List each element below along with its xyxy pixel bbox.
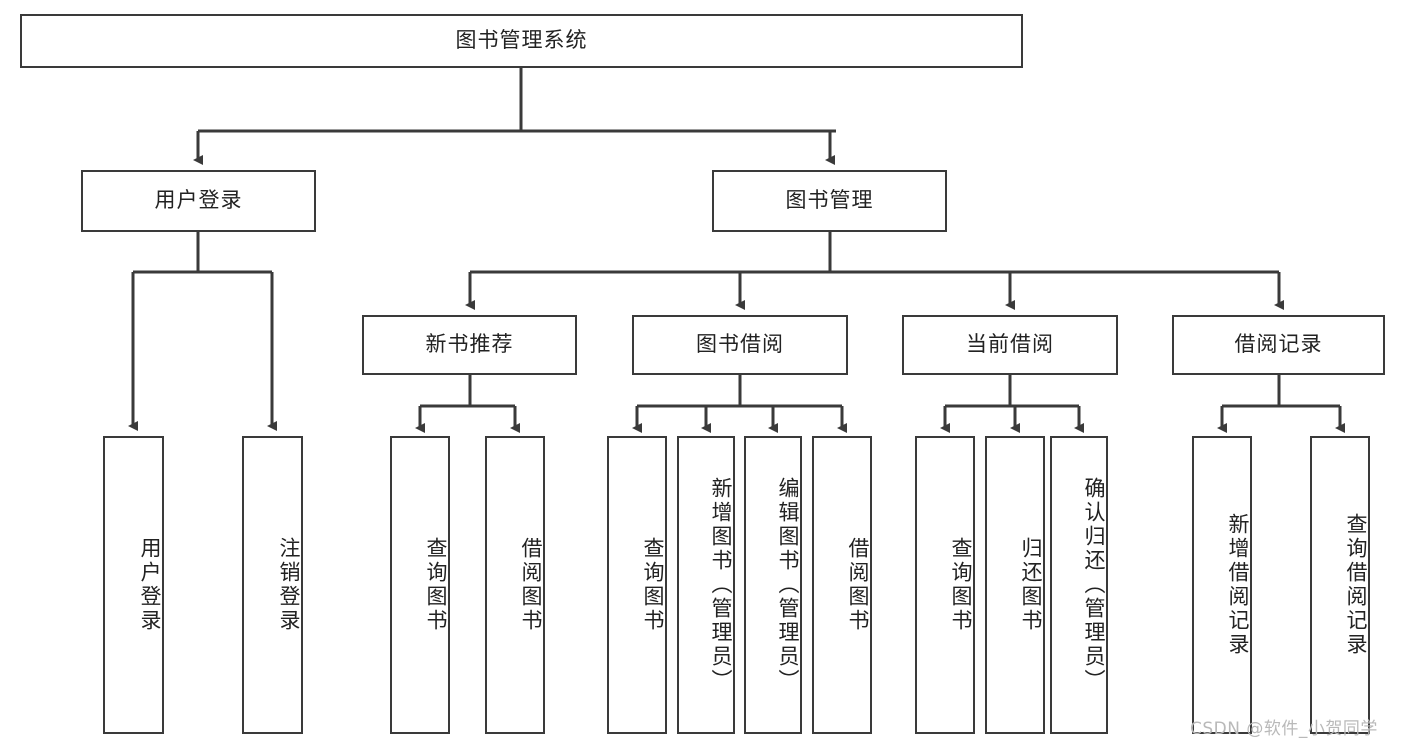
node-book-management[interactable]: 图书管理 [712, 170, 947, 232]
node-leaf-add-borrow-record[interactable]: 新增借阅记录 [1192, 436, 1252, 734]
node-leaf-query-book-recommend-label: 查询图书 [424, 537, 448, 633]
node-leaf-edit-book[interactable]: 编辑图书（管理员） [744, 436, 802, 734]
node-leaf-add-book-label: 新增图书（管理员） [709, 477, 733, 693]
node-leaf-return-book-label: 归还图书 [1019, 537, 1043, 633]
node-leaf-borrow-book-recommend[interactable]: 借阅图书 [485, 436, 545, 734]
node-book-borrow-label: 图书借阅 [696, 332, 784, 357]
csdn-watermark: CSDN @软件_小贺同学 [1190, 719, 1378, 739]
node-root-label: 图书管理系统 [455, 28, 588, 53]
node-leaf-query-borrow-record-label: 查询借阅记录 [1344, 513, 1368, 657]
node-leaf-query-book-borrow[interactable]: 查询图书 [607, 436, 667, 734]
node-leaf-user-login[interactable]: 用户登录 [103, 436, 164, 734]
node-leaf-borrow-book-recommend-label: 借阅图书 [519, 537, 543, 633]
node-borrow-record-label: 借阅记录 [1234, 332, 1323, 357]
node-leaf-query-book-current[interactable]: 查询图书 [915, 436, 975, 734]
node-leaf-add-borrow-record-label: 新增借阅记录 [1226, 513, 1250, 657]
node-leaf-confirm-return[interactable]: 确认归还（管理员） [1050, 436, 1108, 734]
node-root[interactable]: 图书管理系统 [20, 14, 1023, 68]
node-user-login-label: 用户登录 [154, 188, 243, 213]
node-book-borrow[interactable]: 图书借阅 [632, 315, 848, 375]
node-current-borrow[interactable]: 当前借阅 [902, 315, 1118, 375]
node-leaf-user-login-label: 用户登录 [138, 537, 162, 633]
node-user-login[interactable]: 用户登录 [81, 170, 316, 232]
node-leaf-query-book-recommend[interactable]: 查询图书 [390, 436, 450, 734]
node-borrow-record[interactable]: 借阅记录 [1172, 315, 1385, 375]
node-leaf-query-book-borrow-label: 查询图书 [641, 537, 665, 633]
node-leaf-user-logout[interactable]: 注销登录 [242, 436, 303, 734]
node-new-book-recommend-label: 新书推荐 [425, 332, 514, 357]
node-leaf-add-book[interactable]: 新增图书（管理员） [677, 436, 735, 734]
node-leaf-query-borrow-record[interactable]: 查询借阅记录 [1310, 436, 1370, 734]
node-leaf-borrow-book[interactable]: 借阅图书 [812, 436, 872, 734]
node-leaf-user-logout-label: 注销登录 [277, 537, 301, 633]
node-leaf-query-book-current-label: 查询图书 [949, 537, 973, 633]
node-leaf-edit-book-label: 编辑图书（管理员） [776, 477, 800, 693]
node-new-book-recommend[interactable]: 新书推荐 [362, 315, 577, 375]
node-leaf-confirm-return-label: 确认归还（管理员） [1082, 477, 1106, 693]
node-book-management-label: 图书管理 [785, 188, 874, 213]
node-current-borrow-label: 当前借阅 [966, 332, 1054, 357]
node-leaf-return-book[interactable]: 归还图书 [985, 436, 1045, 734]
node-leaf-borrow-book-label: 借阅图书 [846, 537, 870, 633]
